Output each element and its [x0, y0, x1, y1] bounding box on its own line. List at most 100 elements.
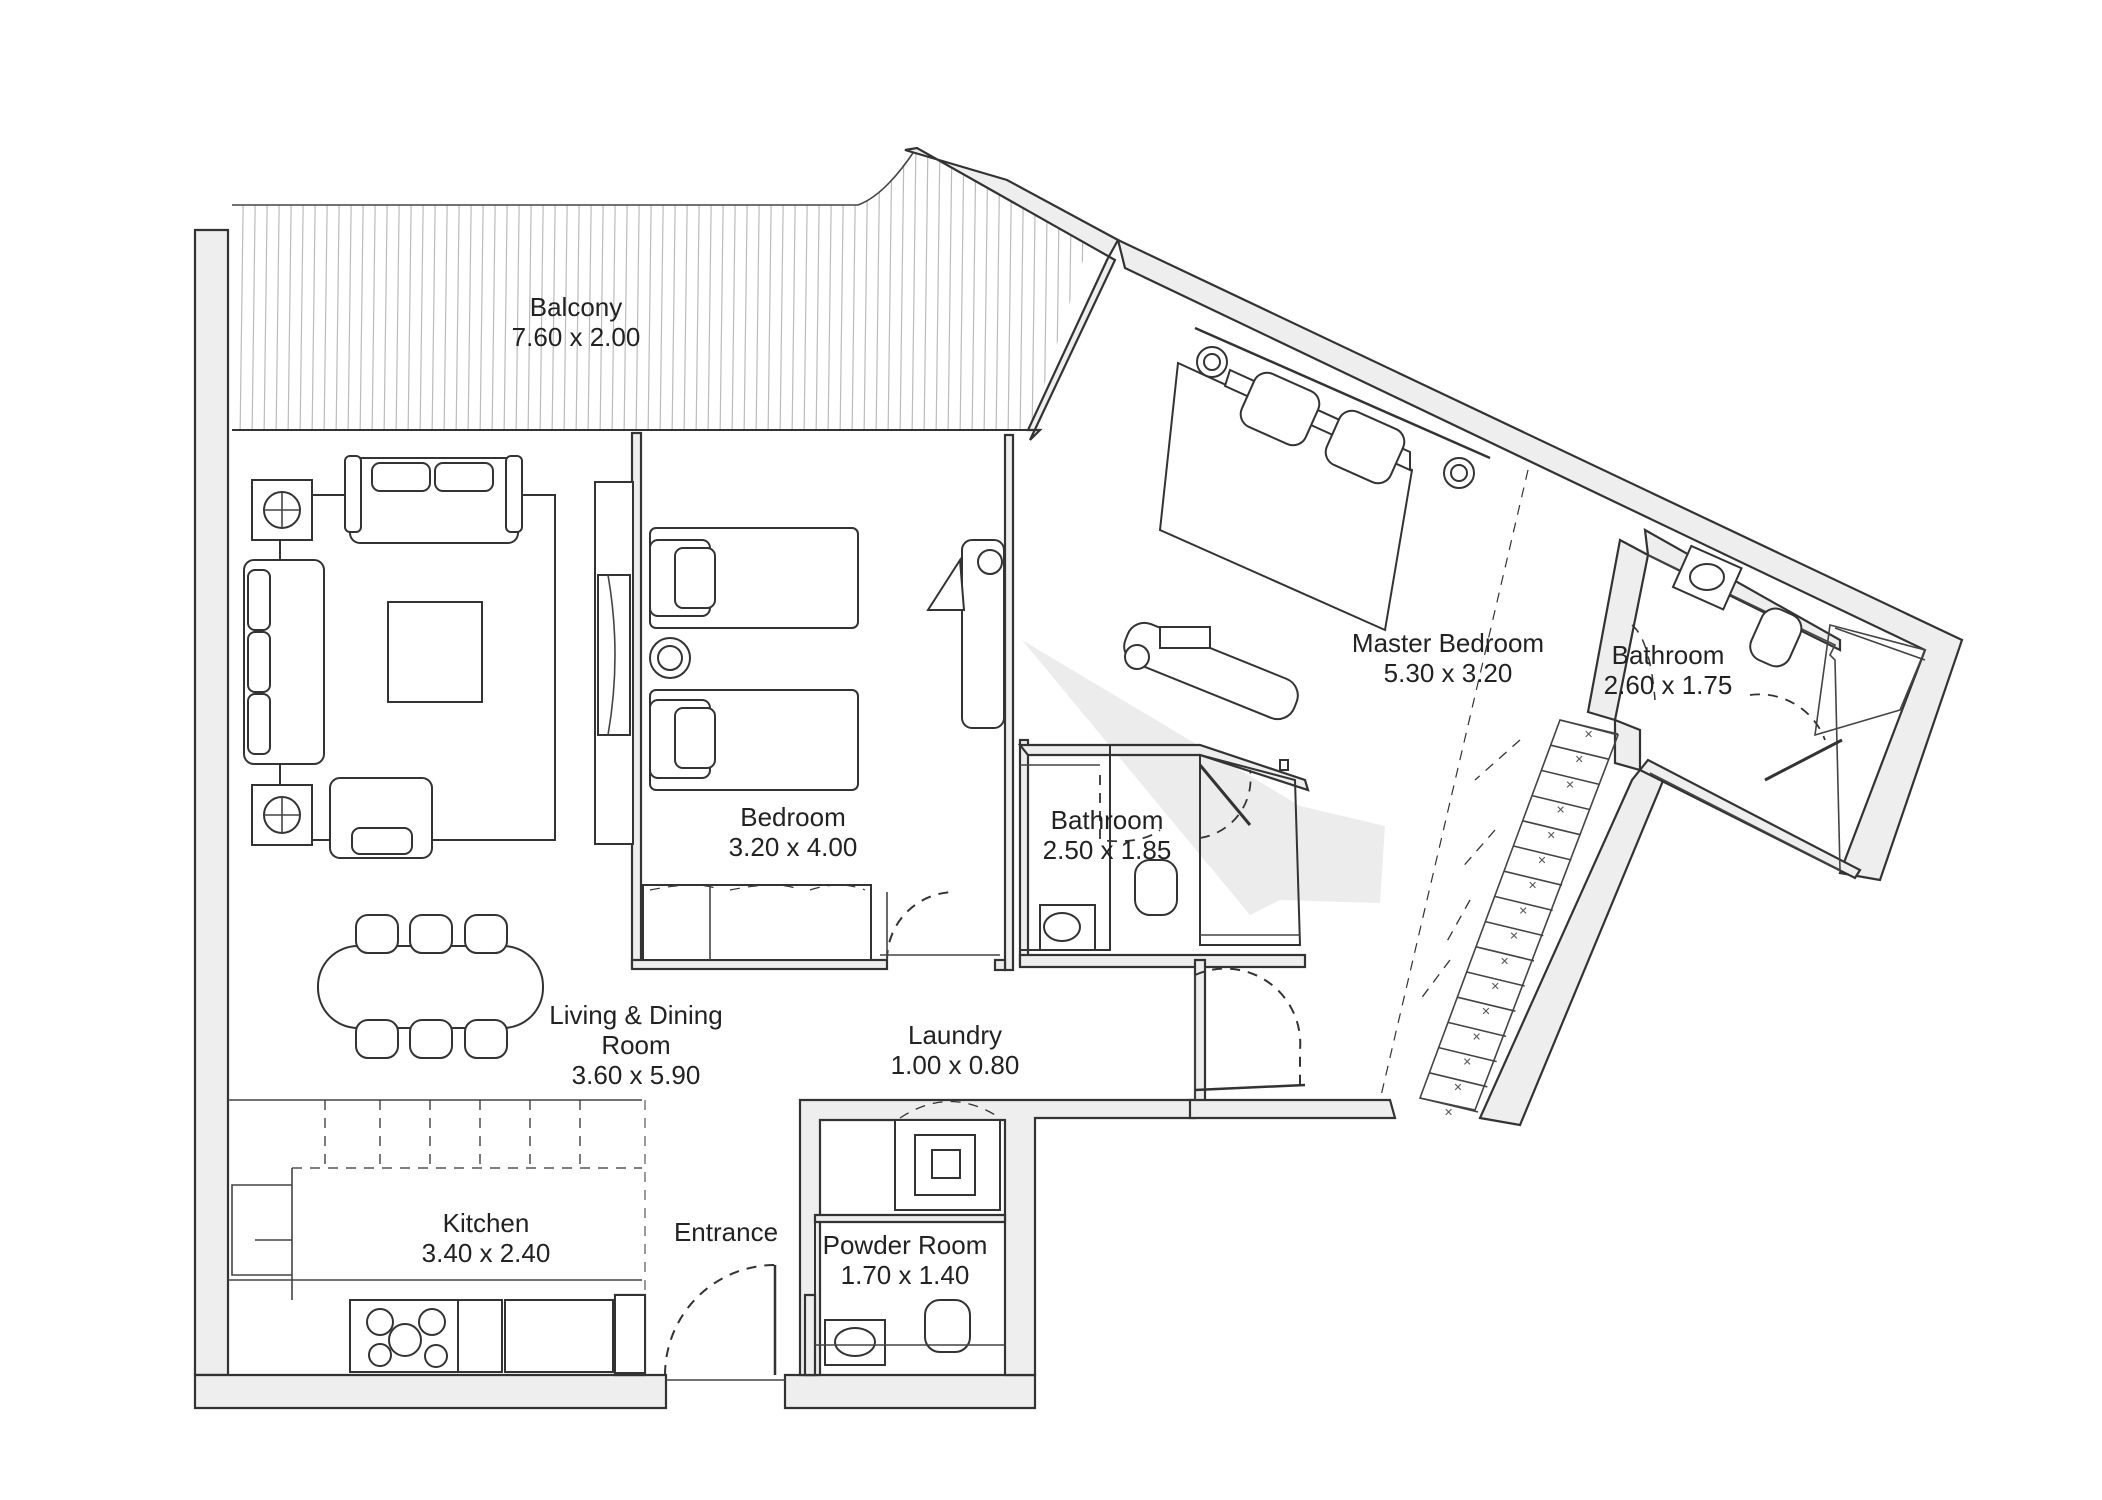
boundary-lines — [228, 469, 1529, 1370]
label-living-dining: Living & Dining Room 3.60 x 5.90 — [549, 1000, 722, 1090]
deck-board — [743, 150, 749, 430]
laundry-fixtures — [894, 759, 1306, 1211]
deck-board — [887, 150, 893, 430]
deck-board — [839, 150, 845, 430]
deck-board — [251, 150, 257, 430]
master-furniture — [1123, 326, 1491, 721]
deck-board — [407, 150, 413, 430]
stair-mark: ✕ — [1565, 778, 1574, 791]
outer-wall-west — [193, 228, 230, 1377]
label-laundry: Laundry 1.00 x 0.80 — [891, 1020, 1020, 1080]
deck-board — [611, 150, 617, 430]
deck-board — [503, 150, 509, 430]
deck-board — [323, 150, 329, 430]
room-name: Kitchen — [442, 1208, 530, 1238]
deck-board — [767, 150, 773, 430]
room-name: Powder Room — [822, 1230, 988, 1260]
stair-tread — [1475, 946, 1535, 962]
stair-tread — [1457, 996, 1516, 1012]
stair-tread — [1438, 1046, 1497, 1063]
deck-board — [419, 150, 425, 430]
deck-board — [719, 150, 725, 430]
deck-board — [515, 150, 521, 430]
deck-board — [815, 150, 821, 430]
deck-board — [563, 150, 569, 430]
deck-board — [683, 150, 689, 430]
deck-board — [479, 150, 485, 430]
bathroom-fixtures — [1019, 744, 1302, 951]
stair-mark: ✕ — [1537, 854, 1546, 867]
deck-board — [587, 150, 593, 430]
deck-board — [671, 150, 677, 430]
deck-board — [467, 150, 473, 430]
stair-tread — [1419, 1097, 1479, 1113]
label-powder-room: Powder Room 1.70 x 1.40 — [823, 1230, 988, 1290]
deck-board — [347, 150, 353, 430]
deck-board — [803, 150, 809, 430]
deck-board — [827, 150, 833, 430]
stair-tread — [1485, 920, 1544, 937]
room-dims: 5.30 x 3.20 — [1383, 658, 1513, 688]
label-bedroom: Bedroom 3.20 x 4.00 — [729, 802, 858, 862]
room-dims: 7.60 x 2.00 — [511, 322, 641, 352]
outer-wall-south-left — [193, 1373, 668, 1410]
deck-board — [239, 150, 245, 430]
deck-board — [875, 150, 881, 430]
room-dims: 3.60 x 5.90 — [571, 1060, 701, 1090]
room-dims: 1.70 x 1.40 — [840, 1260, 970, 1290]
label-balcony: Balcony 7.60 x 2.00 — [512, 292, 641, 352]
label-master-bedroom: Master Bedroom 5.30 x 3.20 — [1352, 628, 1544, 688]
deck-board — [695, 150, 701, 430]
deck-board — [971, 150, 977, 430]
room-name-line2: Room — [601, 1030, 671, 1060]
deck-board — [359, 150, 365, 430]
deck-board — [311, 150, 317, 430]
deck-board — [1079, 150, 1085, 430]
deck-board — [947, 150, 953, 430]
stair-tread — [1466, 971, 1525, 987]
stair-tread — [1447, 1021, 1507, 1038]
deck-board — [779, 150, 785, 430]
deck-board — [599, 150, 605, 430]
stair-mark: ✕ — [1528, 879, 1537, 892]
room-name: Laundry — [908, 1020, 1002, 1050]
stair-mark: ✕ — [1556, 804, 1565, 817]
stair-tread — [1494, 895, 1553, 912]
balcony-deck — [232, 150, 1085, 430]
stair-mark: ✕ — [1584, 728, 1593, 741]
deck-board — [635, 150, 641, 430]
room-name: Bedroom — [740, 802, 846, 832]
deck-board — [863, 150, 869, 430]
deck-board — [575, 150, 581, 430]
stair-tread — [1513, 845, 1572, 861]
outer-wall-northeast — [1116, 238, 1964, 882]
deck-board — [899, 150, 905, 430]
room-name: Bathroom — [1611, 640, 1725, 670]
deck-board — [647, 150, 653, 430]
deck-board — [551, 150, 557, 430]
label-bathroom: Bathroom 2.50 x 1.85 — [1043, 805, 1172, 865]
stair-tread — [1531, 794, 1591, 811]
stair-mark: ✕ — [1547, 829, 1556, 842]
deck-board — [923, 150, 929, 430]
stair-tread — [1541, 769, 1600, 786]
kitchen-cabinets — [231, 1100, 646, 1374]
stair-mark: ✕ — [1491, 980, 1500, 993]
bedroom-furniture — [642, 527, 1005, 961]
deck-board — [755, 150, 761, 430]
deck-board — [1019, 150, 1025, 430]
stair-mark: ✕ — [1453, 1081, 1462, 1094]
deck-board — [527, 150, 533, 430]
deck-board — [443, 150, 449, 430]
deck-board — [1031, 150, 1037, 430]
deck-board — [383, 150, 389, 430]
deck-board — [1067, 150, 1073, 430]
room-dims: 3.40 x 2.40 — [421, 1238, 551, 1268]
room-dims: 2.60 x 1.75 — [1603, 670, 1733, 700]
outer-wall-east — [1478, 768, 1667, 1127]
stair-mark: ✕ — [1500, 955, 1509, 968]
deck-board — [935, 150, 941, 430]
deck-board — [731, 150, 737, 430]
deck-board — [287, 150, 293, 430]
deck-board — [455, 150, 461, 430]
